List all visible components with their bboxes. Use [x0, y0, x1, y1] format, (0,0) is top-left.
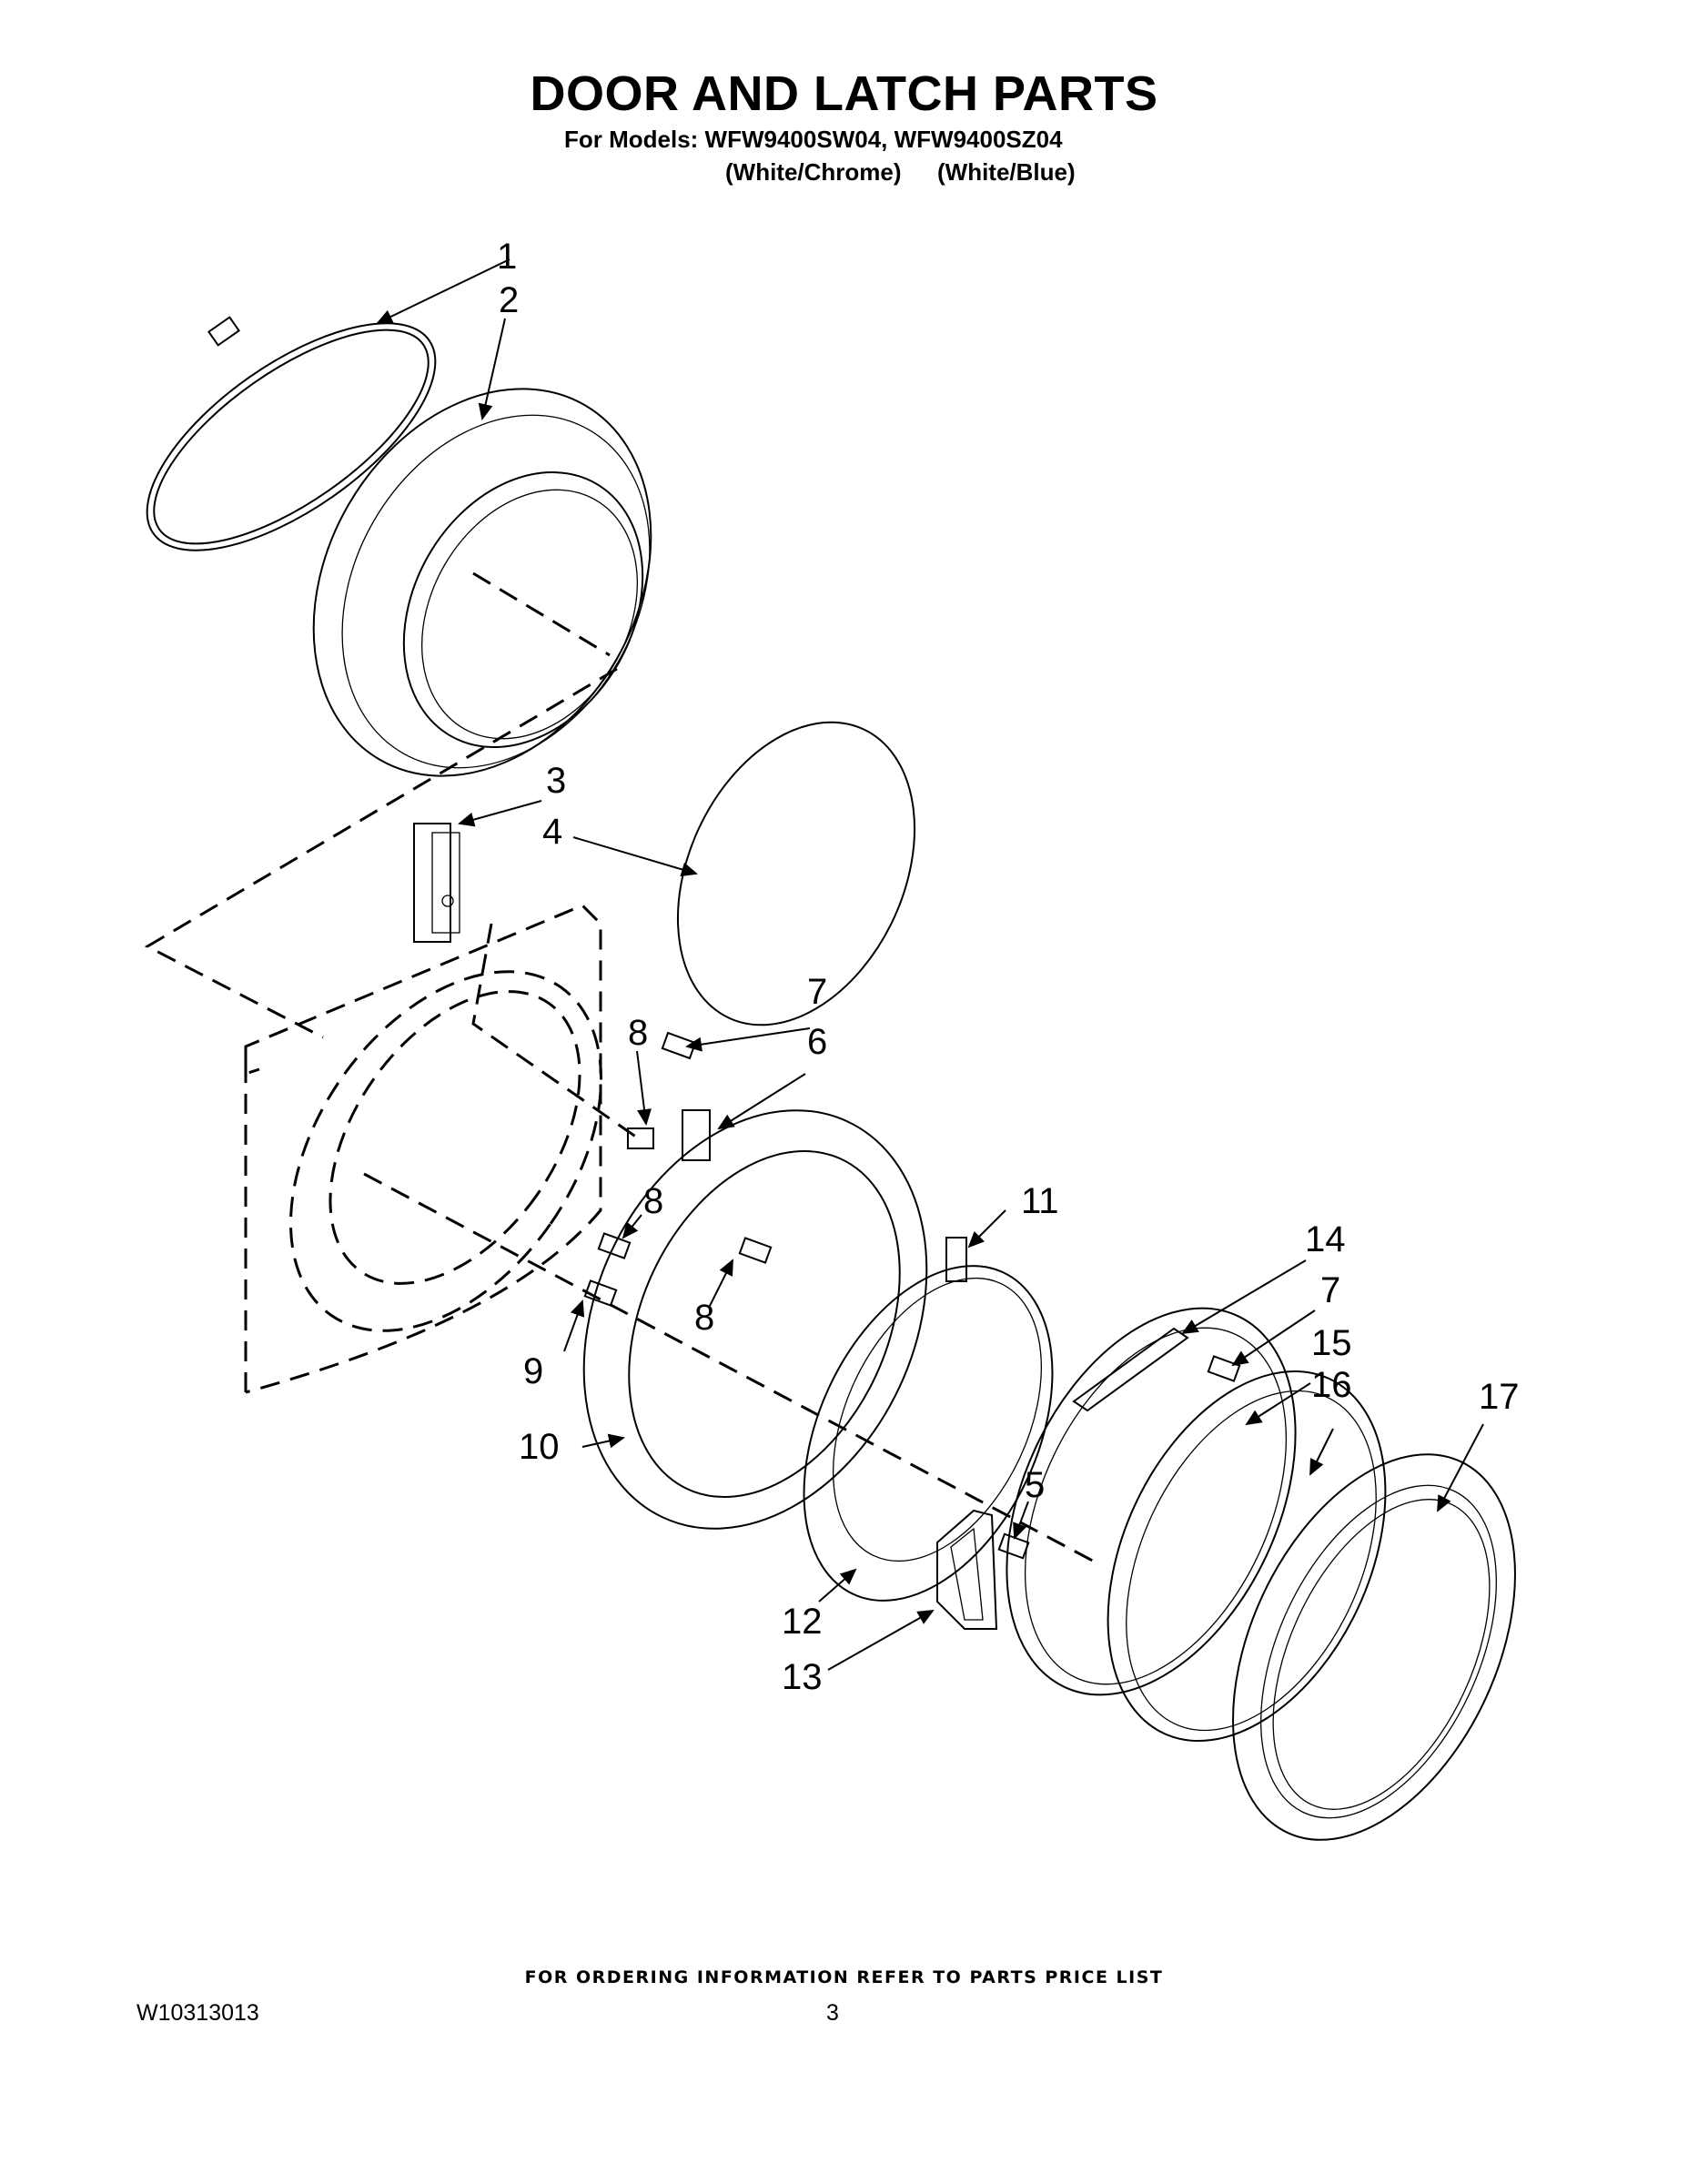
- part-13-door-handle: [936, 1509, 998, 1630]
- callout-12: 12: [782, 1602, 823, 1642]
- variant-white-blue: (White/Blue): [937, 158, 1076, 186]
- part-10-inner-frame: [582, 1109, 928, 1530]
- part-4-wire-ring: [676, 721, 916, 1026]
- callout-7-upper: 7: [807, 972, 828, 1012]
- callout-7-lower: 7: [1320, 1270, 1341, 1310]
- ordering-note: FOR ORDERING INFORMATION REFER TO PARTS …: [524, 1967, 1164, 1987]
- part-14-spring: [1072, 1327, 1189, 1412]
- callout-8-upper: 8: [628, 1013, 649, 1053]
- assembly-guide-lines: [144, 571, 1102, 1567]
- callout-6: 6: [807, 1022, 828, 1062]
- callout-9: 9: [523, 1351, 544, 1391]
- part-6-strike: [682, 1109, 711, 1161]
- page-title: DOOR AND LATCH PARTS: [530, 66, 1158, 121]
- callout-14: 14: [1305, 1219, 1346, 1259]
- callout-2: 2: [499, 280, 520, 320]
- part-15-outer-frame: [1006, 1307, 1297, 1696]
- callout-17: 17: [1479, 1377, 1520, 1417]
- part-1-clamp-ring: [146, 316, 437, 551]
- part-2-door-bellow: [312, 388, 652, 777]
- document-number: W10313013: [136, 2000, 259, 2026]
- part-17-outer-door: [1232, 1453, 1516, 1841]
- part-16-trim-ring: [1107, 1370, 1387, 1743]
- part-11-clip: [945, 1237, 967, 1282]
- callout-10: 10: [519, 1427, 560, 1467]
- front-panel-outline: [244, 904, 603, 1394]
- callout-4: 4: [542, 812, 563, 852]
- callout-8-lower: 8: [694, 1298, 715, 1338]
- callout-1: 1: [497, 237, 518, 277]
- callout-3: 3: [546, 761, 567, 801]
- part-3-door-latch: [413, 823, 460, 943]
- callout-8-middle: 8: [643, 1181, 664, 1221]
- leader-lines: [376, 258, 1484, 1671]
- callout-15: 15: [1311, 1323, 1352, 1363]
- callout-5: 5: [1025, 1465, 1046, 1505]
- part-12-door-glass: [803, 1265, 1054, 1602]
- callout-11: 11: [1021, 1181, 1059, 1221]
- callout-16: 16: [1311, 1365, 1352, 1405]
- variant-white-chrome: (White/Chrome): [725, 158, 902, 186]
- page-number: 3: [826, 2000, 839, 2026]
- models-line: For Models: WFW9400SW04, WFW9400SZ04: [564, 126, 1063, 153]
- callout-13: 13: [782, 1657, 823, 1697]
